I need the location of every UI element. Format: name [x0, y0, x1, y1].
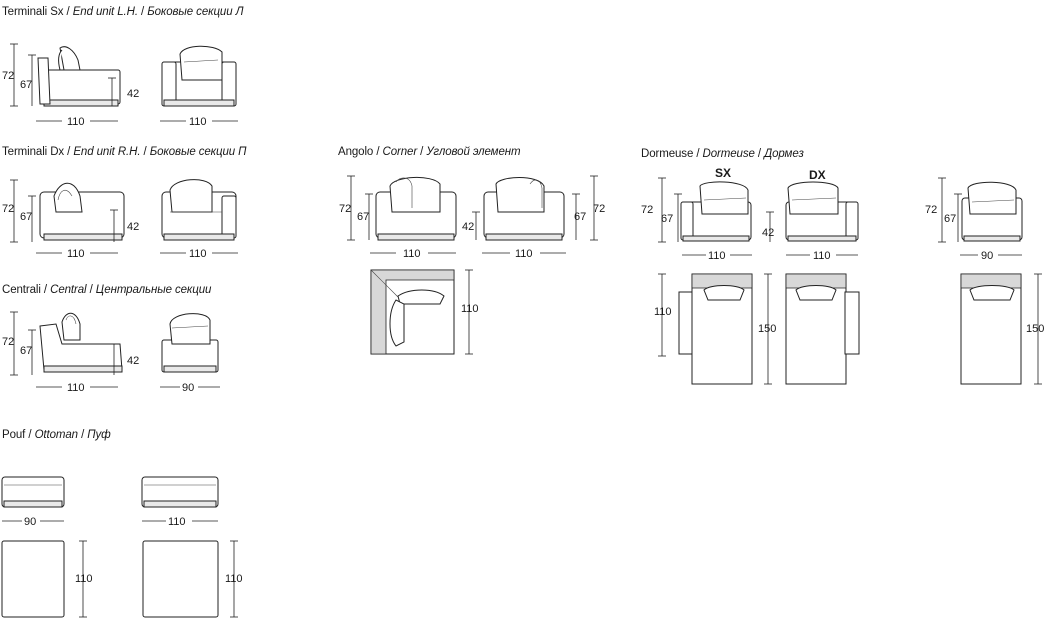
- dormeuse-central: 72 67 90 150: [925, 177, 1044, 385]
- heading-separator: /: [86, 284, 96, 296]
- dim-height-back: 67: [574, 211, 586, 223]
- heading-name: Pouf: [2, 429, 26, 441]
- heading-separator: /: [25, 429, 35, 441]
- dim-width: 110: [67, 382, 85, 394]
- heading-pouf: Pouf / Ottoman / Пуф: [2, 429, 111, 441]
- heading-english: End unit R.H.: [73, 146, 141, 158]
- dim-width: 90: [24, 516, 36, 528]
- heading-russian: Дормез: [764, 148, 804, 160]
- dim-height-total: 72: [2, 336, 14, 348]
- label-dx: DX: [809, 168, 826, 182]
- dim-depth: 110: [461, 303, 479, 315]
- heading-separator: /: [40, 284, 51, 296]
- dim-width: 110: [189, 248, 207, 260]
- heading-separator: /: [63, 6, 73, 18]
- dim-height-back: 67: [20, 345, 32, 357]
- dim-width: 110: [67, 248, 85, 260]
- dormeuse-sx: SX 72 67 110 110 150: [641, 166, 776, 385]
- pouf-90: 90 110: [1, 476, 93, 618]
- heading-russian: Угловой элемент: [426, 146, 521, 158]
- heading-russian: Пуф: [87, 429, 111, 441]
- dim-height-seat: 42: [127, 88, 139, 100]
- dim-height-back: 67: [20, 211, 32, 223]
- heading-separator: /: [417, 146, 427, 158]
- pouf-110: 110 110: [141, 476, 243, 618]
- dim-width: 110: [403, 248, 421, 260]
- heading-name: Centrali: [2, 284, 41, 296]
- dim-width: 110: [168, 516, 186, 528]
- dim-height-seat: 42: [127, 355, 139, 367]
- dim-width: 110: [67, 116, 85, 128]
- dim-length: 150: [1026, 323, 1044, 335]
- dim-length: 150: [758, 323, 776, 335]
- centrali-front-view: 90: [160, 313, 220, 394]
- dim-height-back: 67: [357, 211, 369, 223]
- heading-name: Terminali Dx: [2, 146, 65, 158]
- dim-height-back: 67: [20, 79, 32, 91]
- label-sx: SX: [715, 166, 731, 180]
- heading-separator: /: [137, 6, 148, 18]
- terminali-sx-side-view: 72 67 42 110: [2, 43, 139, 128]
- dim-height-seat: 42: [462, 221, 474, 233]
- dim-height-total: 72: [593, 203, 605, 215]
- heading-english: End unit L.H.: [72, 6, 138, 18]
- terminali-sx-front-view: 110: [160, 45, 238, 128]
- dim-depth: 110: [654, 306, 672, 318]
- heading-english: Dormeuse: [702, 148, 755, 160]
- dim-depth: 110: [225, 573, 243, 585]
- angolo-front-view-right: 42 67 72 110: [462, 175, 605, 260]
- heading-english: Central: [50, 284, 87, 296]
- heading-dormeuse: Dormeuse / Dormeuse / Дормез: [641, 148, 804, 160]
- angolo-plan-view: 110: [370, 269, 479, 355]
- dim-height-back: 67: [944, 213, 956, 225]
- dim-height-total: 72: [2, 70, 14, 82]
- centrali-side-view: 72 67 42 110: [2, 311, 139, 394]
- heading-separator: /: [693, 148, 703, 160]
- dim-height-seat: 42: [127, 221, 139, 233]
- dim-width: 110: [515, 248, 533, 260]
- heading-english: Ottoman: [34, 429, 79, 441]
- heading-russian: Центральные секции: [95, 284, 212, 296]
- heading-english: Corner: [382, 146, 418, 158]
- dim-height-total: 72: [2, 203, 14, 215]
- terminali-dx-front-view: 110: [160, 179, 238, 260]
- heading-terminali-dx: Terminali Dx / End unit R.H. / Боковые с…: [2, 146, 246, 158]
- dormeuse-dx: DX 42 110: [762, 168, 860, 385]
- heading-name: Dormeuse: [641, 148, 694, 160]
- dim-width: 90: [182, 382, 194, 394]
- angolo-front-view-left: 72 67 110: [339, 175, 457, 260]
- dim-width: 110: [708, 250, 726, 262]
- heading-separator: /: [754, 148, 765, 160]
- heading-centrali: Centrali / Central / Центральные секции: [2, 284, 211, 296]
- dim-depth: 110: [75, 573, 93, 585]
- heading-russian: Боковые секции П: [149, 146, 247, 158]
- heading-angolo: Angolo / Corner / Угловой элемент: [338, 146, 521, 158]
- heading-separator: /: [64, 146, 74, 158]
- heading-separator: /: [77, 429, 88, 441]
- dim-height-back: 67: [661, 213, 673, 225]
- heading-terminali-sx: Terminali Sx / End unit L.H. / Боковые с…: [2, 6, 244, 18]
- heading-name: Terminali Sx: [2, 6, 64, 18]
- dim-height-total: 72: [641, 204, 653, 216]
- heading-separator: /: [140, 146, 150, 158]
- dim-width: 110: [813, 250, 831, 262]
- heading-russian: Боковые секции Л: [147, 6, 244, 18]
- heading-name: Angolo: [338, 146, 374, 158]
- terminali-dx-side-view: 72 67 42 110: [2, 179, 139, 260]
- dim-width: 110: [189, 116, 207, 128]
- dim-height-total: 72: [339, 203, 351, 215]
- dim-height-seat: 42: [762, 227, 774, 239]
- dim-height-total: 72: [925, 204, 937, 216]
- heading-separator: /: [373, 146, 383, 158]
- dim-width: 90: [981, 250, 993, 262]
